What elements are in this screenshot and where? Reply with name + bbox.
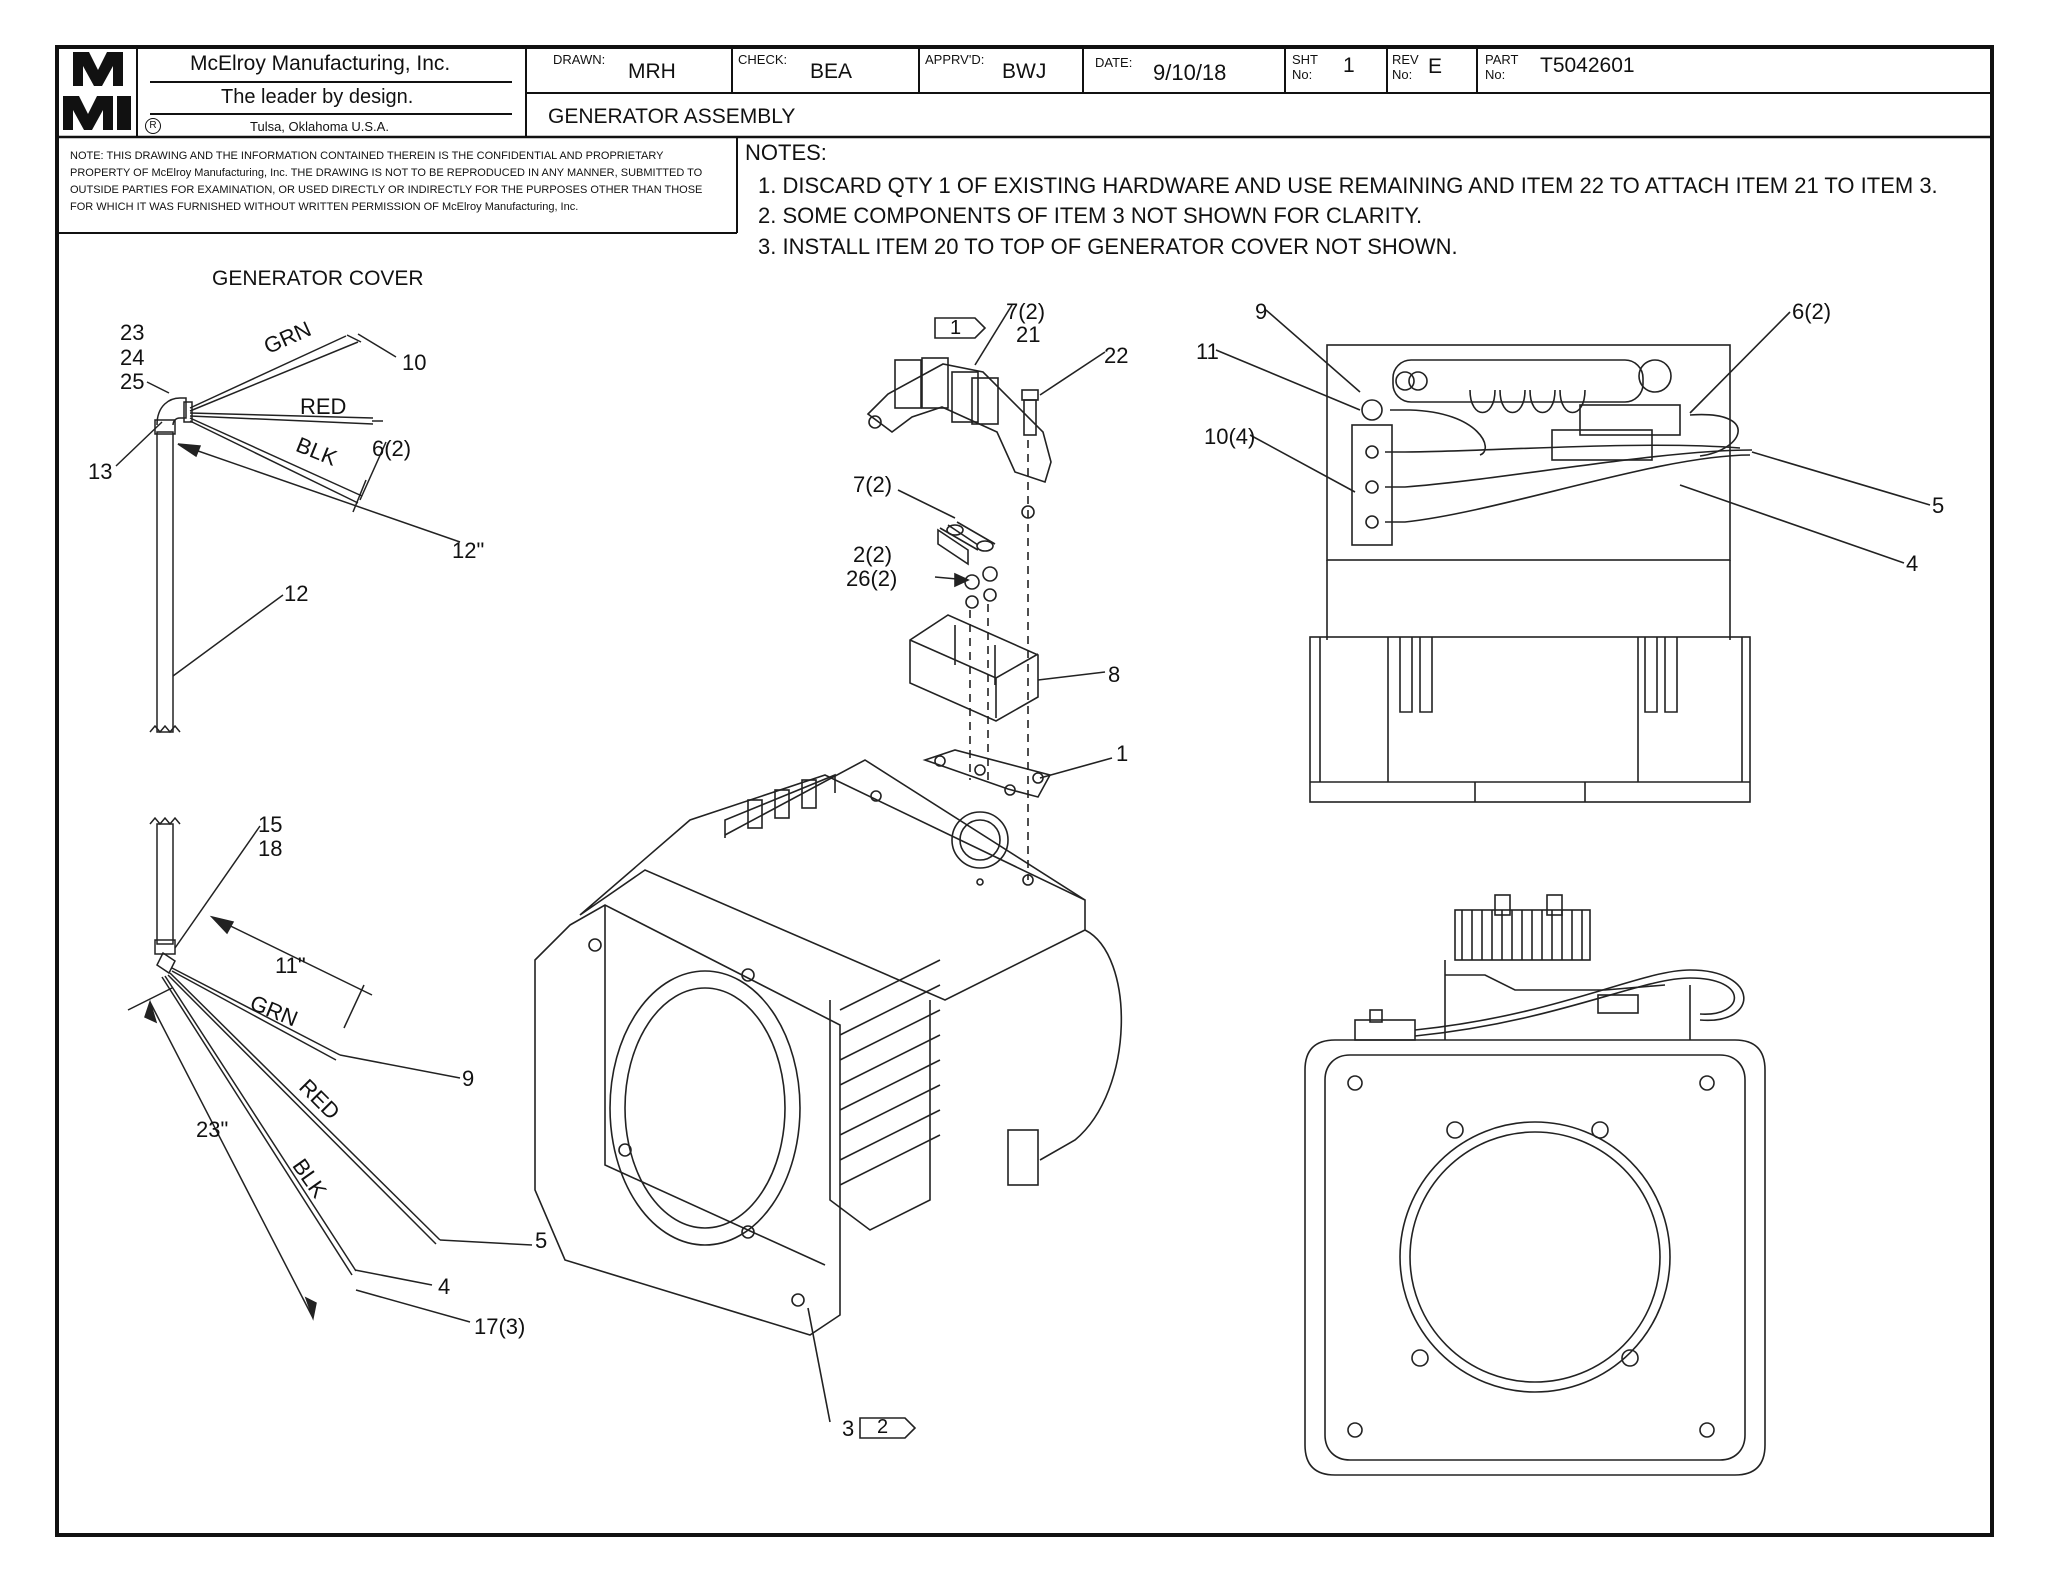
generator-exploded-view	[534, 304, 1123, 1439]
date-value: 9/10/18	[1153, 60, 1227, 85]
callout-25: 25	[120, 369, 145, 394]
part-label: PART	[1485, 52, 1519, 67]
dim-23in: 23"	[196, 1117, 229, 1142]
tr-callout-6: 6(2)	[1792, 299, 1832, 324]
dim-12in: 12"	[452, 538, 485, 563]
callout-9: 9	[462, 1066, 475, 1091]
rev-value: E	[1428, 55, 1443, 78]
callout-23: 23	[120, 320, 145, 345]
part-value: T5042601	[1540, 54, 1635, 77]
sht-value: 1	[1343, 54, 1355, 77]
note-3: 3. INSTALL ITEM 20 TO TOP OF GENERATOR C…	[758, 234, 1458, 259]
generator-front-view	[1304, 894, 1766, 1476]
callout-26: 26(2)	[846, 566, 898, 591]
callout-7-mid: 7(2)	[853, 472, 893, 497]
drawn-value: MRH	[628, 60, 676, 83]
wire-label-red: RED	[300, 394, 347, 419]
apprvd-value: BWJ	[1002, 60, 1047, 83]
callout-5: 5	[535, 1228, 548, 1253]
callout-18: 18	[258, 836, 283, 861]
flag-note-2: 2	[877, 1416, 889, 1438]
rev-label: REV	[1392, 52, 1419, 67]
sheet-border	[55, 45, 1994, 1537]
sht-no-label: No:	[1292, 67, 1313, 82]
registered-mark-icon: R	[145, 118, 161, 134]
callout-12: 12	[284, 581, 309, 606]
mmi-logo	[63, 52, 131, 130]
cover-cable-view	[115, 333, 461, 734]
callout-13: 13	[88, 459, 113, 484]
callout-1: 1	[1116, 741, 1129, 766]
flag-note-1: 1	[950, 317, 962, 339]
drawing-title: GENERATOR ASSEMBLY	[548, 105, 796, 128]
company-name: McElroy Manufacturing, Inc.	[190, 52, 451, 75]
callout-2: 2(2)	[853, 542, 893, 567]
callout-3: 3	[842, 1416, 855, 1441]
callout-21: 21	[1016, 322, 1041, 347]
callout-10: 10	[402, 350, 427, 375]
callout-4: 4	[438, 1274, 451, 1299]
callout-15: 15	[258, 812, 283, 837]
company-tagline: The leader by design.	[221, 86, 414, 108]
apprvd-label: APPRV'D:	[925, 52, 985, 67]
callout-7-top: 7(2)	[1006, 299, 1046, 324]
company-location: Tulsa, Oklahoma U.S.A.	[250, 119, 389, 134]
generator-top-view	[1215, 309, 1931, 803]
tr-callout-5: 5	[1932, 493, 1945, 518]
check-value: BEA	[810, 60, 853, 83]
callout-24: 24	[120, 345, 145, 370]
tr-callout-10: 10(4)	[1204, 424, 1256, 449]
callout-22: 22	[1104, 343, 1129, 368]
tr-callout-11: 11	[1196, 339, 1219, 364]
notes-heading: NOTES:	[745, 140, 827, 165]
tr-callout-9: 9	[1255, 299, 1268, 324]
rev-no-label: No:	[1392, 67, 1413, 82]
note-2: 2. SOME COMPONENTS OF ITEM 3 NOT SHOWN F…	[758, 203, 1423, 228]
check-label: CHECK:	[738, 52, 788, 67]
callout-17: 17(3)	[474, 1314, 526, 1339]
date-label: DATE:	[1095, 55, 1133, 70]
dim-11in: 11"	[275, 953, 306, 978]
tr-callout-4: 4	[1906, 551, 1919, 576]
drawn-label: DRAWN:	[553, 52, 606, 67]
callout-8: 8	[1108, 662, 1121, 687]
part-no-label: No:	[1485, 67, 1506, 82]
generator-cover-label: GENERATOR COVER	[212, 267, 424, 290]
sht-label: SHT	[1292, 52, 1318, 67]
note-1: 1. DISCARD QTY 1 OF EXISTING HARDWARE AN…	[758, 173, 1938, 198]
callout-6: 6(2)	[372, 436, 412, 461]
harness-view	[127, 816, 533, 1323]
confidentiality-note: NOTE: THIS DRAWING AND THE INFORMATION C…	[70, 150, 703, 213]
